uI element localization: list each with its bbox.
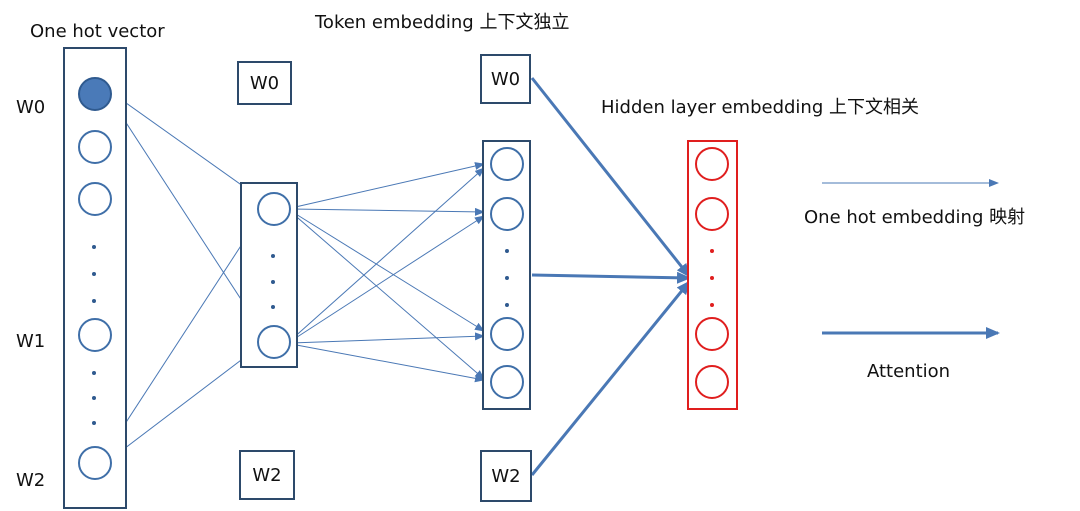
edge-m1-t2 — [290, 207, 485, 216]
edge-m1-t4 — [290, 211, 485, 380]
word-label-w2: W2 — [16, 470, 46, 491]
one-hot-node-active — [78, 77, 112, 111]
one-hot-column — [63, 47, 127, 509]
edge-m2-t4 — [290, 343, 485, 383]
legend-attention-label: Attention — [867, 361, 951, 382]
ellipsis-dot — [505, 249, 509, 253]
ellipsis-dot — [92, 371, 96, 375]
one-hot-node — [78, 182, 112, 216]
token-box-w0: W0 — [480, 54, 531, 104]
one-hot-node — [78, 130, 112, 164]
edge-w2-to-mid-bottom — [111, 347, 258, 459]
ellipsis-dot — [271, 254, 275, 258]
embedding-node — [257, 325, 291, 359]
one-hot-vector-title: One hot vector — [30, 21, 165, 42]
ellipsis-dot — [271, 305, 275, 309]
edge-m1-t3 — [290, 210, 485, 332]
ellipsis-dot — [92, 245, 96, 249]
edge-w0-to-mid-top — [111, 92, 258, 197]
ellipsis-dot — [710, 249, 714, 253]
ellipsis-dot — [505, 276, 509, 280]
ellipsis-dot — [710, 303, 714, 307]
word-label-w0: W0 — [16, 97, 46, 118]
ellipsis-dot — [92, 272, 96, 276]
legend-one-hot-embedding-label: One hot embedding 映射 — [804, 207, 1026, 228]
token-box-w2: W2 — [480, 450, 532, 502]
token-node — [490, 317, 524, 351]
attention-from-w2 — [530, 280, 691, 476]
ellipsis-dot — [710, 276, 714, 280]
edge-m2-t1 — [290, 167, 485, 341]
token-node — [490, 365, 524, 399]
edge-w2-to-mid-top — [107, 217, 260, 451]
word-label-w1: W1 — [16, 331, 46, 352]
edge-m2-t3 — [290, 332, 485, 344]
ellipsis-dot — [92, 299, 96, 303]
attention-from-token-column — [531, 271, 691, 284]
one-hot-node — [78, 318, 112, 352]
edge-w0-to-mid-bottom — [109, 97, 260, 328]
hidden-layer-title: Hidden layer embedding 上下文相关 — [601, 97, 919, 118]
token-node — [490, 147, 524, 181]
attention-from-w0 — [530, 77, 691, 278]
hidden-node — [695, 365, 729, 399]
middle-token-box-w0: W0 — [237, 61, 292, 105]
ellipsis-dot — [505, 303, 509, 307]
token-embedding-title: Token embedding 上下文独立 — [315, 12, 570, 33]
hidden-node — [695, 197, 729, 231]
ellipsis-dot — [92, 396, 96, 400]
ellipsis-dot — [92, 421, 96, 425]
ellipsis-dot — [271, 280, 275, 284]
middle-token-box-w2: W2 — [239, 450, 295, 500]
token-node — [490, 197, 524, 231]
hidden-node — [695, 147, 729, 181]
hidden-node — [695, 317, 729, 351]
edge-m2-t2 — [290, 215, 485, 342]
one-hot-node — [78, 446, 112, 480]
edge-m1-t1 — [290, 162, 485, 209]
embedding-node — [257, 192, 291, 226]
